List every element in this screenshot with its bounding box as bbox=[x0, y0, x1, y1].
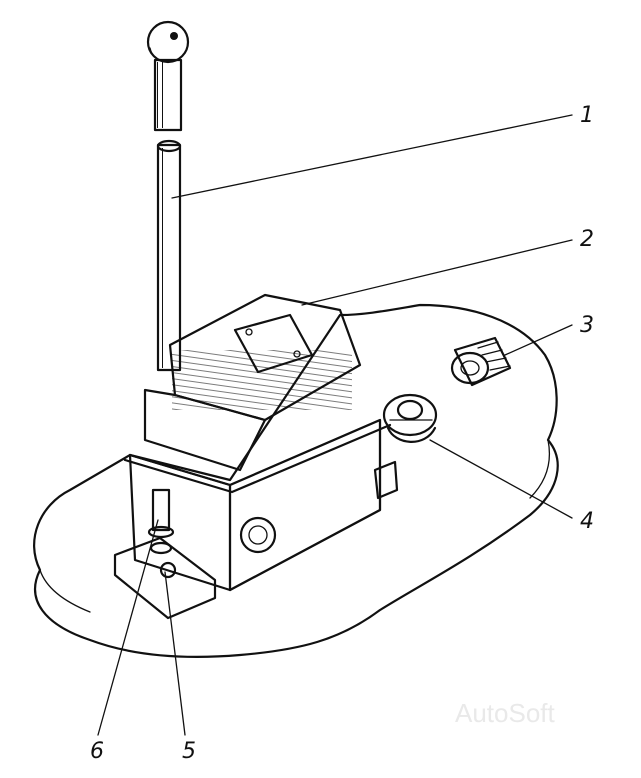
callout-6: 6 bbox=[90, 739, 104, 764]
cable-gland bbox=[450, 336, 512, 387]
lever-rod bbox=[146, 20, 190, 372]
mounting-hole bbox=[159, 561, 177, 579]
callout-4: 4 bbox=[580, 509, 594, 534]
mounting-bolt bbox=[151, 488, 171, 532]
callout-3: 3 bbox=[580, 313, 594, 338]
callout-5: 5 bbox=[182, 739, 196, 764]
grommet bbox=[382, 393, 438, 443]
switch-housing bbox=[123, 293, 399, 592]
callout-1: 1 bbox=[580, 103, 594, 128]
mounting-foot bbox=[113, 488, 217, 620]
watermark: AutoSoft bbox=[455, 698, 556, 728]
base-plate-edge bbox=[39, 439, 551, 613]
base-plate bbox=[33, 303, 559, 658]
leader-lines bbox=[97, 114, 573, 736]
callout-2: 2 bbox=[580, 227, 594, 252]
